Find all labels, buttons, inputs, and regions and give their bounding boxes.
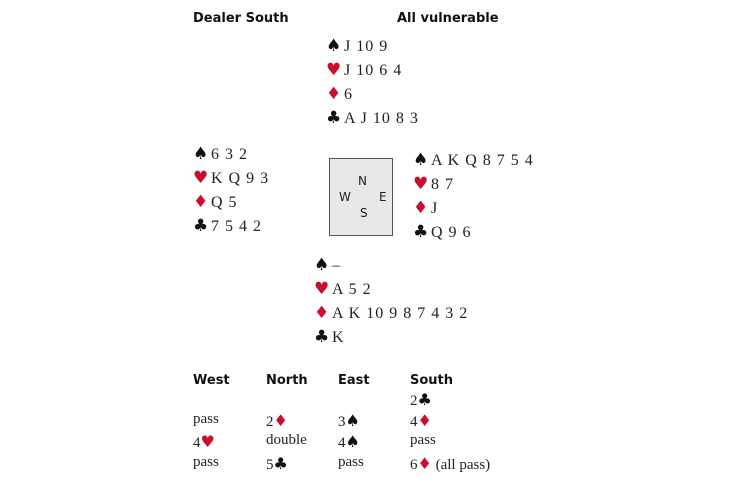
compass-north: N	[358, 174, 367, 188]
suit-icon: ♥	[200, 432, 215, 451]
east-spades-cards: A K Q 8 7 5 4	[431, 152, 534, 169]
auction-call: 4♠	[338, 432, 360, 452]
heart-icon: ♥	[326, 60, 343, 80]
club-icon: ♣	[193, 216, 210, 236]
spade-icon: ♠	[413, 150, 430, 170]
call-text: 2	[266, 414, 274, 430]
auction-call: pass	[410, 432, 436, 449]
west-hearts-cards: K Q 9 3	[211, 170, 270, 187]
call-suffix: (all pass)	[431, 457, 491, 473]
heart-icon: ♥	[193, 168, 210, 188]
call-text: 5	[266, 457, 274, 473]
suit-icon: ♦	[273, 411, 288, 430]
dealer-label: Dealer South	[193, 11, 289, 26]
north-hearts-row: ♥J 10 6 4	[326, 58, 402, 82]
call-text: 4	[193, 435, 201, 451]
west-clubs-row: ♣7 5 4 2	[193, 214, 262, 238]
compass-west: W	[339, 190, 351, 204]
diamond-icon: ♦	[326, 84, 343, 104]
auction-call: pass	[338, 454, 364, 471]
auction-header-south: South	[410, 373, 454, 388]
auction-call: double	[266, 432, 307, 449]
auction-call: 2♣	[410, 390, 432, 410]
auction-call: 2♦	[266, 411, 288, 431]
west-diamonds-cards: Q 5	[211, 194, 238, 211]
north-hearts-cards: J 10 6 4	[344, 62, 403, 79]
north-spades-cards: J 10 9	[344, 38, 389, 55]
club-icon: ♣	[326, 108, 343, 128]
call-text: 2	[410, 393, 418, 409]
south-spades-row: ♠–	[314, 253, 341, 277]
auction-call: pass	[193, 454, 219, 471]
call-text: pass	[193, 454, 219, 470]
diamond-icon: ♦	[413, 198, 430, 218]
heart-icon: ♥	[413, 174, 430, 194]
suit-icon: ♦	[417, 411, 432, 430]
auction-call: 4♦	[410, 411, 432, 431]
call-text: 6	[410, 457, 418, 473]
east-clubs-row: ♣Q 9 6	[413, 220, 472, 244]
auction-header-east: East	[338, 373, 370, 388]
call-text: 4	[410, 414, 418, 430]
west-hearts-row: ♥K Q 9 3	[193, 166, 269, 190]
call-text: pass	[410, 432, 436, 448]
suit-icon: ♠	[345, 411, 360, 430]
south-diamonds-cards: A K 10 9 8 7 4 3 2	[332, 305, 469, 322]
auction-header-north: North	[266, 373, 308, 388]
auction-call: pass	[193, 411, 219, 428]
heart-icon: ♥	[314, 279, 331, 299]
east-spades-row: ♠A K Q 8 7 5 4	[413, 148, 534, 172]
auction-call: 4♥	[193, 432, 215, 452]
north-clubs-cards: A J 10 8 3	[344, 110, 419, 127]
spade-icon: ♠	[326, 36, 343, 56]
south-hearts-cards: A 5 2	[332, 281, 372, 298]
west-diamonds-row: ♦Q 5	[193, 190, 238, 214]
south-clubs-row: ♣K	[314, 325, 345, 349]
west-clubs-cards: 7 5 4 2	[211, 218, 262, 235]
auction-call: 3♠	[338, 411, 360, 431]
vulnerability-label: All vulnerable	[397, 11, 499, 26]
call-text: pass	[193, 411, 219, 427]
diamond-icon: ♦	[193, 192, 210, 212]
south-clubs-cards: K	[332, 329, 345, 346]
spade-icon: ♠	[314, 255, 331, 275]
south-hearts-row: ♥A 5 2	[314, 277, 372, 301]
compass-east: E	[379, 190, 387, 204]
suit-icon: ♣	[417, 390, 432, 409]
auction-call: 6♦ (all pass)	[410, 454, 490, 474]
west-spades-row: ♠6 3 2	[193, 142, 248, 166]
east-hearts-row: ♥8 7	[413, 172, 454, 196]
west-spades-cards: 6 3 2	[211, 146, 248, 163]
club-icon: ♣	[314, 327, 331, 347]
call-text: 3	[338, 414, 346, 430]
suit-icon: ♦	[417, 454, 432, 473]
north-spades-row: ♠J 10 9	[326, 34, 388, 58]
south-spades-cards: –	[332, 257, 341, 274]
south-diamonds-row: ♦A K 10 9 8 7 4 3 2	[314, 301, 468, 325]
diamond-icon: ♦	[314, 303, 331, 323]
suit-icon: ♠	[345, 432, 360, 451]
east-hearts-cards: 8 7	[431, 176, 454, 193]
club-icon: ♣	[413, 222, 430, 242]
east-diamonds-cards: J	[431, 200, 439, 217]
suit-icon: ♣	[273, 454, 288, 473]
compass-south: S	[360, 206, 368, 220]
east-clubs-cards: Q 9 6	[431, 224, 472, 241]
call-text: 4	[338, 435, 346, 451]
east-diamonds-row: ♦J	[413, 196, 438, 220]
call-text: pass	[338, 454, 364, 470]
compass-box: N W E S	[329, 158, 393, 236]
north-diamonds-row: ♦6	[326, 82, 353, 106]
auction-header-west: West	[193, 373, 230, 388]
north-clubs-row: ♣A J 10 8 3	[326, 106, 419, 130]
spade-icon: ♠	[193, 144, 210, 164]
auction-call: 5♣	[266, 454, 288, 474]
north-diamonds-cards: 6	[344, 86, 353, 103]
call-text: double	[266, 432, 307, 448]
